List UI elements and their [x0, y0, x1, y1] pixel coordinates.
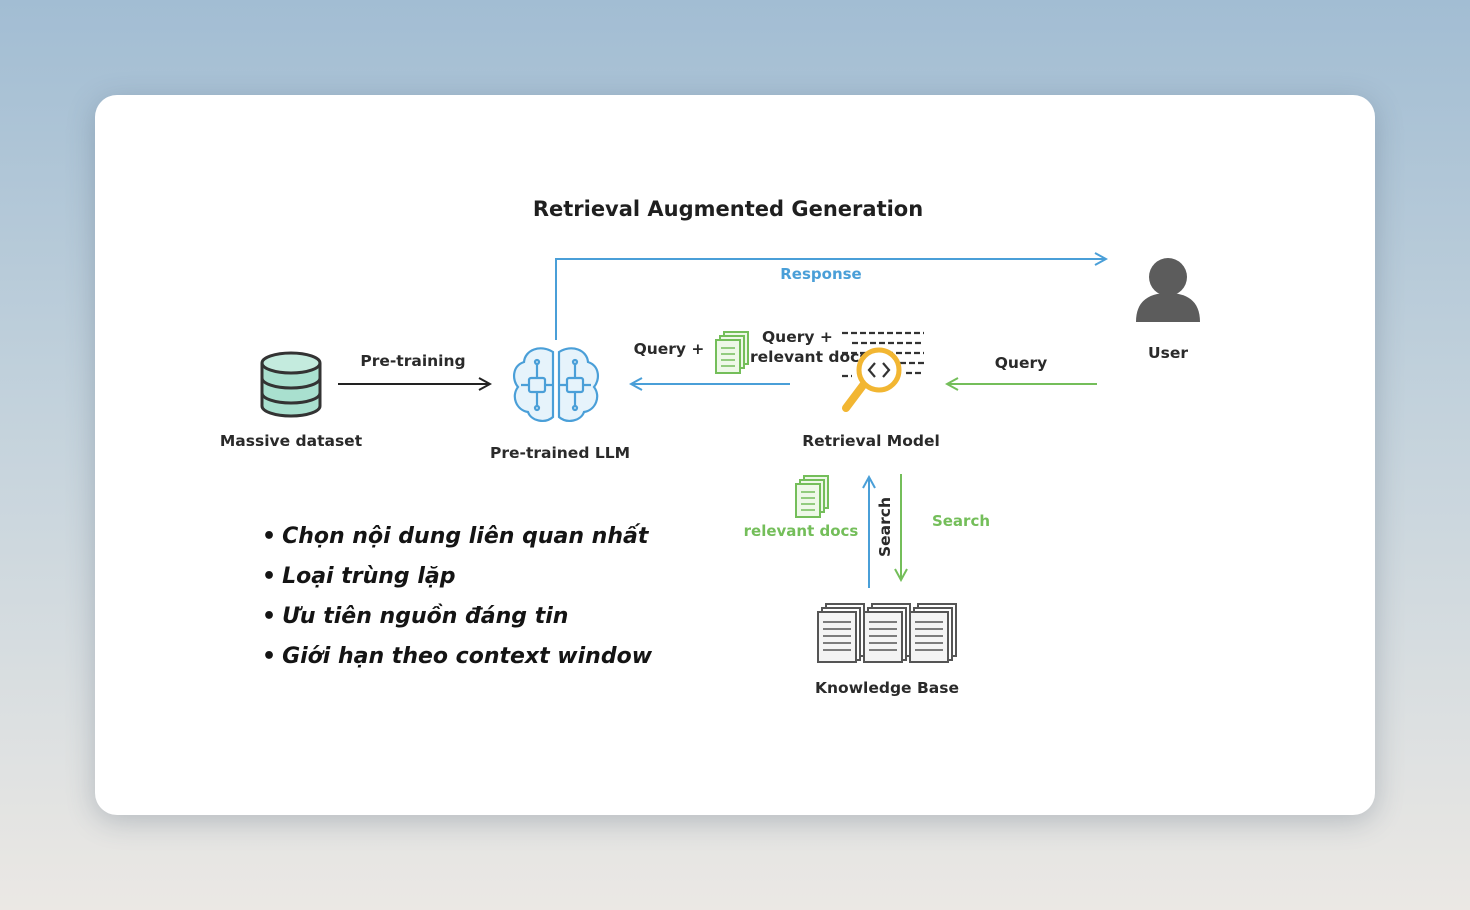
brain-icon — [512, 347, 600, 422]
retrieval-search-icon — [842, 331, 924, 412]
response-arrow — [555, 259, 1106, 340]
search-up-label: Search — [876, 497, 894, 557]
documents-icon — [715, 331, 749, 374]
search-down-label: Search — [932, 512, 990, 530]
pretraining-label: Pre-training — [360, 352, 465, 370]
diagram-title: Retrieval Augmented Generation — [533, 197, 923, 221]
bullet-item: •Loại trùng lặp — [262, 564, 456, 589]
response-label: Response — [780, 265, 861, 283]
bullet-list: •Chọn nội dung liên quan nhất •Loại trùn… — [262, 520, 652, 680]
dataset-label: Massive dataset — [220, 432, 363, 450]
user-query-label: Query — [995, 354, 1047, 372]
database-icon — [260, 351, 322, 418]
slide-card — [95, 95, 1375, 815]
bullet-item: •Chọn nội dung liên quan nhất — [262, 524, 649, 549]
llm-label: Pre-trained LLM — [490, 444, 630, 462]
user-icon — [1136, 258, 1200, 322]
retrieval-label: Retrieval Model — [802, 432, 940, 450]
knowledge-base-icon — [817, 603, 957, 663]
query-plus-label: Query + — [634, 340, 705, 358]
bullet-item: •Ưu tiên nguồn đáng tin — [262, 604, 569, 629]
bullet-item: •Giới hạn theo context window — [262, 644, 653, 669]
knowledge-base-label: Knowledge Base — [815, 679, 959, 697]
relevant-docs-icon — [795, 475, 829, 518]
query-plus-docs-label-2: relevant docs — [750, 348, 869, 366]
user-label: User — [1148, 344, 1188, 362]
query-plus-docs-label-1: Query + — [762, 328, 833, 346]
relevant-docs-label: relevant docs — [744, 522, 859, 540]
